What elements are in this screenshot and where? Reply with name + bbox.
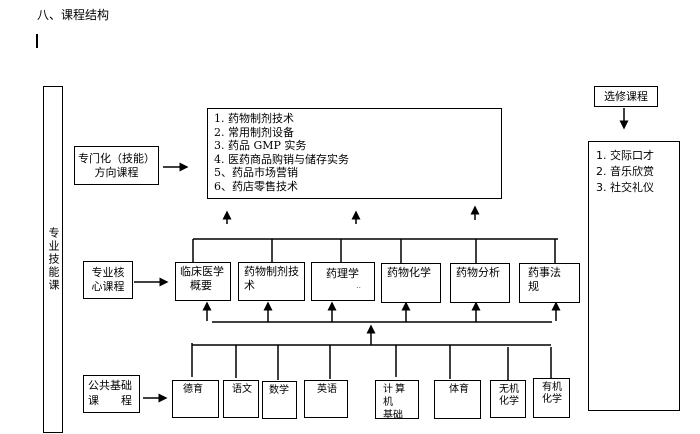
basic-course-box: 英语 bbox=[304, 380, 348, 418]
specialization-course: 3. 药品 GMP 实务 bbox=[214, 139, 307, 152]
specialization-course: 5、药品市场营销 bbox=[214, 166, 298, 179]
core-label-line1: 专业核 bbox=[91, 266, 125, 279]
core-label-line2: 心课程 bbox=[91, 280, 125, 293]
course-name-cont: 化学 bbox=[542, 394, 562, 405]
specialization-label-line1: 专门化（技能） bbox=[78, 151, 155, 165]
course-name: 德育 bbox=[183, 384, 203, 395]
course-name: 有机 bbox=[542, 382, 562, 393]
basic-course-box: 体育 bbox=[434, 380, 481, 419]
basic-course-box: 数学 bbox=[262, 381, 297, 419]
course-name: 数学 bbox=[269, 385, 289, 396]
course-name: 计算机 bbox=[383, 384, 407, 408]
basic-label-line2: 课 程 bbox=[88, 394, 132, 407]
core-course-box: 药物化学 bbox=[381, 263, 441, 303]
course-name-cont: 基础 bbox=[383, 410, 403, 421]
specialization-course: 4. 医药商品购销与储存实务 bbox=[214, 152, 349, 166]
sidebar-label: 专业技能课 bbox=[47, 227, 60, 292]
basic-course-box: 德育 bbox=[172, 380, 219, 418]
elective-course: 2. 音乐欣赏 bbox=[596, 165, 654, 178]
core-course-box: 药事法规 bbox=[519, 263, 580, 303]
basic-course-box: 德育 语文 bbox=[223, 380, 259, 418]
basic-label-line1: 公共基础 bbox=[88, 379, 132, 392]
elective-label-box: 选修课程 bbox=[594, 86, 658, 107]
specialization-courses-box: 1. 药物制剂技术 2. 常用制剂设备 3. 药品 GMP 实务 4. 医药商品… bbox=[207, 108, 502, 199]
basic-label-box: 公共基础 课 程 bbox=[83, 375, 140, 413]
course-name: 体育 bbox=[449, 384, 469, 395]
specialization-label-box: 专门化（技能） 方向课程 bbox=[74, 146, 159, 185]
basic-course-box: 无机 化学 bbox=[490, 380, 526, 418]
basic-course-box: 计算机 基础 bbox=[375, 380, 419, 421]
specialization-label-line2: 方向课程 bbox=[94, 165, 139, 179]
specialization-course: 2. 常用制剂设备 bbox=[214, 125, 294, 139]
course-name-cont: 化学 bbox=[499, 396, 519, 407]
course-name-cont: 术 bbox=[244, 279, 255, 292]
core-label-box: 专业核 心课程 bbox=[83, 261, 133, 299]
specialization-course: 6、药店零售技术 bbox=[214, 179, 298, 193]
professional-skills-sidebar: 专业技能课 bbox=[43, 86, 63, 433]
course-name-cont: 概要 bbox=[190, 279, 212, 292]
course-name: 药理学 bbox=[326, 267, 359, 280]
elective-courses-box: 1. 交际口才 2. 音乐欣赏 3. 社交礼仪 bbox=[588, 141, 680, 411]
elective-label: 选修课程 bbox=[604, 89, 648, 103]
elective-course: 3. 社交礼仪 bbox=[596, 181, 654, 194]
course-name: 药物分析 bbox=[456, 266, 500, 279]
section-title: 八、课程结构 bbox=[37, 8, 110, 22]
course-name: 语文 bbox=[232, 384, 252, 395]
elective-course: 1. 交际口才 bbox=[596, 149, 654, 162]
core-course-box: 临床医学 概要 bbox=[175, 262, 231, 301]
course-name: 无机 bbox=[499, 384, 519, 395]
course-name: 药事法规 bbox=[528, 266, 561, 293]
basic-course-box: 有机 化学 bbox=[533, 378, 570, 418]
specialization-course: 1. 药物制剂技术 bbox=[214, 112, 294, 125]
text-cursor bbox=[36, 34, 38, 48]
core-course-box: 药理学 .. bbox=[311, 262, 375, 301]
course-name: 药物化学 bbox=[387, 266, 431, 279]
course-name: 药物制剂技 bbox=[244, 265, 299, 278]
course-name: 临床医学 bbox=[180, 265, 224, 278]
course-name-cont: .. bbox=[356, 281, 362, 290]
course-name: 英语 bbox=[317, 384, 337, 395]
core-course-box: 药物制剂技 术 bbox=[238, 262, 305, 301]
core-course-box: 药物分析 bbox=[450, 263, 510, 303]
